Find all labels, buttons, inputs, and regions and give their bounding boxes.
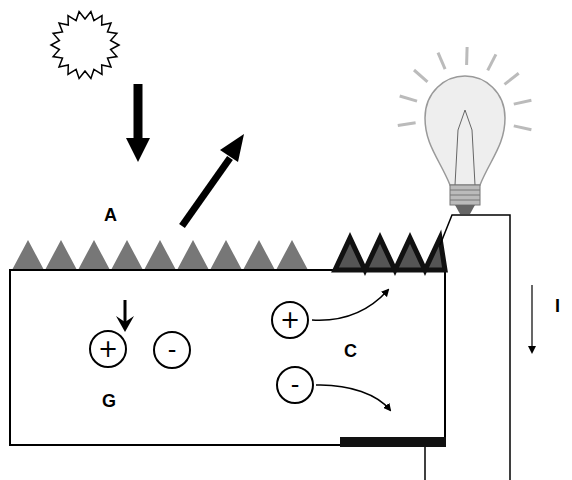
region-label: A xyxy=(104,206,117,224)
region-label: G xyxy=(102,392,116,410)
cell-body xyxy=(10,270,445,445)
sun xyxy=(51,12,119,79)
charge-carrier: - xyxy=(276,366,314,404)
charge-sign: + xyxy=(280,308,300,332)
charge-sign: - xyxy=(168,338,177,362)
incident-light xyxy=(134,84,143,140)
charge-sign: - xyxy=(291,373,300,397)
wire xyxy=(424,447,426,480)
back-contact xyxy=(340,437,446,447)
region-label: C xyxy=(344,342,357,360)
region-label: I xyxy=(555,297,560,315)
charge-carrier: + xyxy=(271,301,309,339)
front-contact xyxy=(335,238,445,270)
wire xyxy=(440,215,510,480)
charge-carrier: + xyxy=(89,330,127,368)
reflected-light xyxy=(182,158,230,226)
surface-texture xyxy=(12,240,308,270)
charge-carrier: - xyxy=(153,331,191,369)
light-bulb xyxy=(398,47,532,214)
current-arrow xyxy=(531,285,532,352)
charge-sign: + xyxy=(98,337,118,361)
